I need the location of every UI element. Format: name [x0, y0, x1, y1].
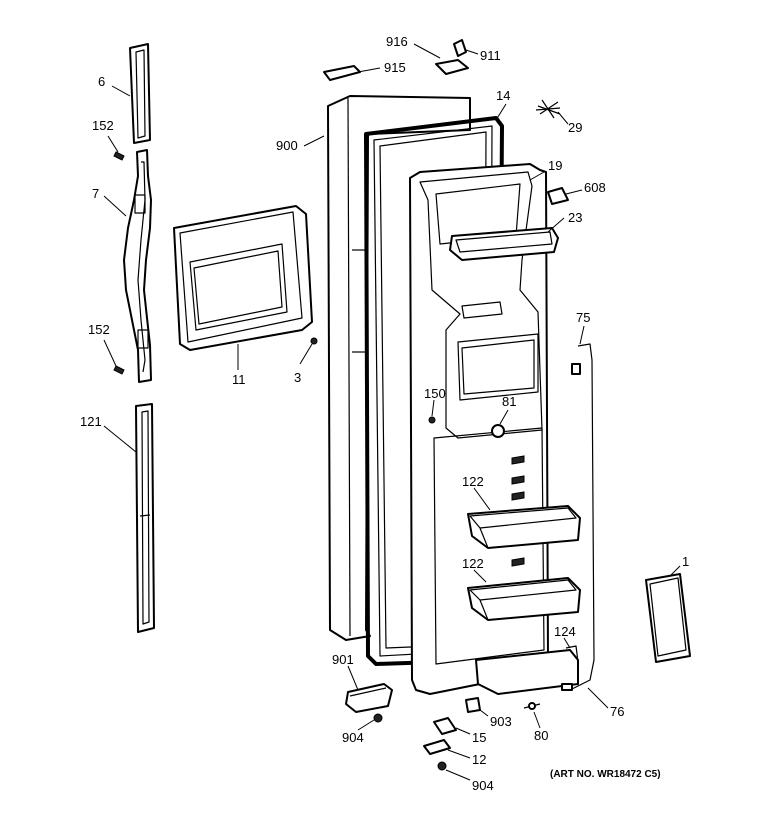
label-901: 901	[332, 652, 354, 667]
label-80: 80	[534, 728, 548, 743]
part-916-bracket	[435, 59, 469, 75]
label-152-a: 152	[92, 118, 114, 133]
part-29-wire-connector	[535, 99, 561, 119]
label-608: 608	[584, 180, 606, 195]
part-904-screw-upper	[373, 713, 383, 723]
label-904-a: 904	[342, 730, 364, 745]
label-76: 76	[610, 704, 624, 719]
part-labels: 6 152 7 152 121 11 3 900 915 916 911 14 …	[80, 34, 689, 793]
part-608-switch	[547, 187, 569, 205]
label-11: 11	[232, 372, 246, 387]
part-11-panel-frame	[173, 205, 313, 351]
label-19: 19	[548, 158, 562, 173]
label-15: 15	[472, 730, 486, 745]
label-81: 81	[502, 394, 516, 409]
part-75-76-wire-harness	[561, 343, 595, 691]
label-1: 1	[682, 554, 689, 569]
label-6: 6	[98, 74, 105, 89]
part-903-bushing	[465, 697, 481, 713]
part-150-screw	[428, 416, 436, 424]
part-122-bin-upper	[467, 505, 581, 549]
part-6-handle-cap	[129, 43, 151, 144]
part-3-screw	[310, 337, 318, 345]
part-901-bracket	[345, 683, 393, 713]
part-1-manual	[645, 573, 691, 663]
part-81-button	[491, 424, 505, 438]
label-900: 900	[276, 138, 298, 153]
part-80-pin	[523, 702, 541, 710]
label-915: 915	[384, 60, 406, 75]
label-904-b: 904	[472, 778, 494, 793]
part-152-screw-lower	[113, 365, 125, 375]
label-124: 124	[554, 624, 576, 639]
label-75: 75	[576, 310, 590, 325]
label-12: 12	[472, 752, 486, 767]
label-152-b: 152	[88, 322, 110, 337]
label-122-a: 122	[462, 474, 484, 489]
label-7: 7	[92, 186, 99, 201]
label-911: 911	[480, 48, 501, 63]
label-23: 23	[568, 210, 582, 225]
part-915-strip	[323, 65, 361, 81]
label-29: 29	[568, 120, 582, 135]
leader-lines	[103, 43, 681, 781]
part-904-screw-lower	[437, 761, 447, 771]
part-152-screw-upper	[113, 151, 125, 161]
part-911-cap	[453, 39, 467, 57]
part-121-trim-strip	[135, 403, 155, 633]
label-916: 916	[386, 34, 408, 49]
art-number: (ART NO. WR18472 C5)	[550, 769, 661, 780]
part-7-handle	[123, 149, 152, 383]
label-121: 121	[80, 414, 102, 429]
part-12-clip	[423, 739, 451, 755]
label-122-b: 122	[462, 556, 484, 571]
liner-shelf-clips	[511, 455, 525, 567]
label-3: 3	[294, 370, 301, 385]
label-150: 150	[424, 386, 446, 401]
part-122-bin-lower	[467, 577, 581, 621]
label-14: 14	[496, 88, 510, 103]
part-15-clip	[433, 717, 457, 735]
label-903: 903	[490, 714, 512, 729]
